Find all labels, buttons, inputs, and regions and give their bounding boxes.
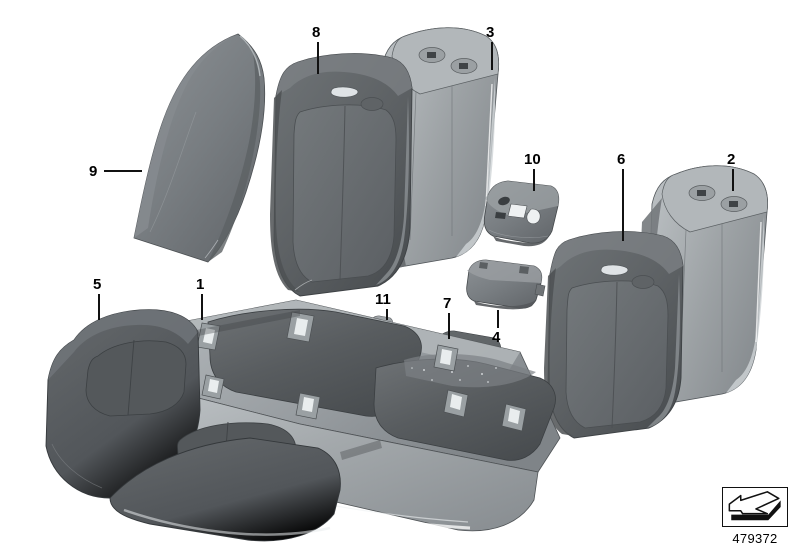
part-9-side-bolster-trim	[133, 33, 266, 263]
part-5-seat-cushion-side-bolster	[45, 309, 341, 542]
leader-line-5	[98, 294, 100, 320]
view-direction-icon-box	[722, 487, 788, 527]
contact-shadows	[196, 310, 382, 460]
belt-slot	[330, 86, 359, 98]
diagram-id-number: 479372	[732, 531, 778, 546]
trim-panel-slots	[495, 196, 541, 225]
callout-11: 11	[375, 291, 391, 308]
leader-line-9	[104, 170, 142, 172]
callout-2: 2	[727, 151, 736, 168]
leader-line-3	[491, 42, 493, 70]
bracket-slots	[203, 318, 520, 424]
part-4-light-filler-cap	[466, 259, 546, 310]
leader-line-2	[732, 169, 734, 191]
leader-line-8	[317, 42, 319, 74]
perspective-arrow-icon	[728, 491, 781, 521]
callout-5: 5	[93, 276, 102, 293]
headrest-guide-left	[688, 185, 716, 201]
leader-line-4	[497, 310, 499, 328]
leader-line-11	[386, 309, 388, 320]
callout-4: 4	[492, 329, 501, 346]
leader-line-7	[448, 313, 450, 339]
leader-line-10	[533, 169, 535, 191]
callout-6: 6	[617, 151, 626, 168]
leader-line-6	[622, 169, 624, 241]
callout-1: 1	[196, 276, 205, 293]
headrest-guide-right	[720, 196, 748, 212]
headrest-guide-right	[450, 58, 478, 74]
callout-9: 9	[89, 163, 98, 180]
callout-7: 7	[443, 295, 452, 312]
callout-10: 10	[524, 151, 541, 168]
part-6-right-backrest-cushion	[544, 231, 684, 439]
callout-3: 3	[486, 24, 495, 41]
leader-line-1	[201, 294, 203, 320]
part-10-center-trim-panel	[483, 180, 560, 247]
callout-8: 8	[312, 24, 321, 41]
part-8-left-backrest-cushion	[270, 53, 413, 297]
headrest-guide-left	[418, 47, 446, 63]
belt-slot	[600, 264, 629, 276]
